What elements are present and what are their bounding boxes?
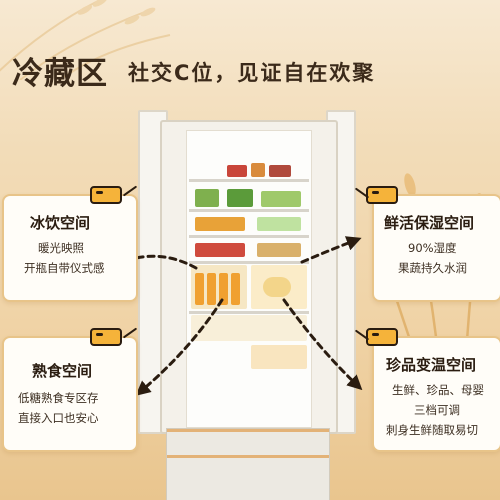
- fridge-shelf: [189, 261, 309, 264]
- fruit-item: [195, 217, 245, 231]
- vegetable-item: [195, 189, 219, 207]
- card-line: 果蔬持久水润: [398, 261, 467, 275]
- feature-card-bingyin: 冰饮空间 暖光映照 开瓶自带仪式感: [2, 185, 138, 302]
- page-title: 冷藏区: [12, 56, 108, 92]
- lower-drawer: [191, 315, 307, 341]
- fridge-illustration: [138, 106, 356, 500]
- card-title: 冰饮空间: [30, 214, 91, 232]
- feature-card-zhenpin: 珍品变温空间 生鲜、珍品、母婴 三档可调 刺身生鲜随取易切: [354, 328, 500, 452]
- food-item: [269, 165, 291, 177]
- feature-card-xianhuo: 鲜活保湿空间 90%湿度 果蔬持久水润: [354, 186, 500, 302]
- food-item: [257, 243, 301, 257]
- drawer-handle: [167, 429, 329, 432]
- food-item: [227, 165, 247, 177]
- lower-drawer: [251, 345, 307, 369]
- tag-icon: [90, 328, 122, 346]
- tag-icon: [366, 186, 398, 204]
- card-line: 刺身生鲜随取易切: [386, 423, 478, 437]
- card-title: 珍品变温空间: [386, 356, 477, 374]
- fridge-shelf: [189, 209, 309, 212]
- fridge-shelf: [189, 235, 309, 238]
- fridge-shelf: [189, 179, 309, 182]
- vegetable-item: [261, 191, 301, 207]
- food-item: [263, 277, 291, 297]
- card-line: 生鲜、珍品、母婴: [392, 383, 484, 397]
- juice-bottle: [195, 273, 204, 305]
- fridge-cabinet: [160, 120, 338, 434]
- vegetable-item: [257, 217, 301, 231]
- card-line: 直接入口也安心: [18, 411, 99, 425]
- fridge-shelf: [189, 311, 309, 314]
- fruit-item: [195, 243, 245, 257]
- page-header: 冷藏区 社交C位，见证自在欢聚: [0, 0, 500, 100]
- fridge-interior: [186, 130, 312, 428]
- feature-card-shushi: 熟食空间 低糖熟食专区存 直接入口也安心: [2, 327, 138, 452]
- card-title: 熟食空间: [32, 362, 93, 380]
- wheat-decoration-top: [0, 0, 171, 80]
- card-line: 暖光映照: [38, 241, 84, 255]
- juice-bottle: [231, 273, 240, 305]
- card-line: 三档可调: [414, 403, 460, 417]
- card-line: 开瓶自带仪式感: [24, 261, 105, 275]
- tag-icon: [366, 328, 398, 346]
- juice-bottle: [207, 273, 216, 305]
- card-line: 低糖熟食专区存: [18, 391, 99, 405]
- vegetable-item: [227, 189, 253, 207]
- juice-bottle: [219, 273, 228, 305]
- food-item: [251, 163, 265, 177]
- card-title: 鲜活保湿空间: [384, 214, 475, 232]
- tag-spark-icon: [122, 327, 138, 339]
- tag-spark-icon: [122, 185, 138, 197]
- page-subtitle: 社交C位，见证自在欢聚: [128, 61, 376, 85]
- tag-icon: [90, 186, 122, 204]
- fridge-bottom-drawers: [166, 428, 330, 500]
- drawer-handle: [167, 455, 329, 458]
- card-line: 90%湿度: [408, 241, 457, 255]
